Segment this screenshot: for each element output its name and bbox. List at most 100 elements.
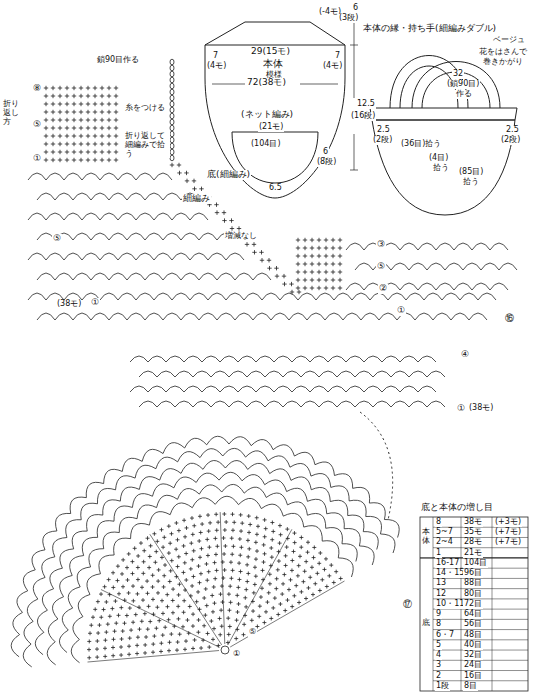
sc-mark [237, 561, 241, 565]
ring-start [221, 646, 229, 654]
sc-mark [79, 102, 83, 106]
sc-mark [100, 158, 104, 162]
sc-mark [214, 552, 218, 556]
sc-mark [223, 568, 227, 572]
sc-mark [229, 218, 233, 222]
sc-mark [141, 598, 145, 602]
sc-mark [177, 555, 181, 559]
sc-mark [44, 110, 48, 114]
sc-mark [72, 102, 76, 106]
sc-mark [317, 246, 321, 250]
sc-mark [199, 530, 203, 534]
increase-line [150, 534, 222, 645]
sc-mark [111, 585, 115, 589]
sc-mark [198, 581, 202, 585]
sc-mark [86, 118, 90, 122]
sc-mark [257, 614, 261, 618]
sc-mark [200, 522, 204, 526]
sc-mark [338, 254, 342, 258]
chart-label: 8 [435, 620, 442, 629]
sc-mark [243, 596, 247, 600]
sc-mark [93, 607, 97, 611]
sc-mark [331, 262, 335, 266]
sc-mark [329, 563, 333, 567]
sc-mark [296, 278, 300, 282]
sc-mark [100, 94, 104, 98]
sc-mark [296, 246, 300, 250]
sc-mark [279, 533, 283, 537]
sc-mark [269, 616, 273, 620]
sc-mark [148, 554, 152, 558]
sc-mark [176, 538, 180, 542]
sc-mark [114, 142, 118, 146]
sc-mark [245, 242, 249, 246]
sc-mark [116, 564, 120, 568]
chart-label: ⑤ [52, 234, 62, 244]
sc-mark [215, 528, 219, 532]
sc-mark [289, 282, 293, 286]
sc-mark [72, 134, 76, 138]
sc-mark [280, 592, 284, 596]
sc-mark [86, 142, 90, 146]
sc-mark [263, 552, 267, 556]
chart-label: (16段) [350, 112, 376, 121]
sc-mark [170, 559, 174, 563]
sc-mark [182, 599, 186, 603]
sc-mark [255, 532, 259, 536]
chart-label: 35モ [463, 528, 483, 537]
sc-mark [127, 652, 131, 656]
sc-mark [44, 158, 48, 162]
sc-mark [294, 584, 298, 588]
sc-mark [146, 591, 150, 595]
sc-mark [216, 520, 220, 524]
sc-mark [218, 633, 222, 637]
chart-label: 24目 [463, 661, 483, 670]
sc-mark [144, 635, 148, 639]
sc-mark [134, 613, 138, 617]
sc-mark [317, 286, 321, 290]
sc-mark [126, 578, 130, 582]
sc-mark [244, 605, 248, 609]
sc-mark [270, 521, 274, 525]
sc-mark [245, 580, 249, 584]
sc-mark [315, 571, 319, 575]
chart-label: ④ [460, 350, 470, 360]
sc-mark [51, 126, 55, 130]
sc-mark [204, 587, 208, 591]
sc-mark [136, 554, 140, 558]
sc-mark [86, 86, 90, 90]
sc-mark [296, 238, 300, 242]
chart-label: (8段) [316, 158, 337, 167]
sc-mark [103, 638, 107, 642]
sc-mark [176, 565, 180, 569]
chart-label: 72(38モ) [246, 78, 287, 88]
sc-mark [260, 258, 264, 262]
sc-mark [171, 587, 175, 591]
chart-label: (36目)拾う [400, 140, 442, 149]
sc-mark [152, 634, 156, 638]
chart-label: 16-17 [435, 559, 460, 568]
chart-label: (鎖90目) [446, 80, 480, 89]
chain-stitch [170, 83, 174, 89]
sc-mark [111, 571, 115, 575]
sc-mark [169, 632, 173, 636]
sc-mark [154, 626, 158, 630]
sc-mark [254, 557, 258, 561]
sc-mark [86, 158, 90, 162]
sc-mark [303, 238, 307, 242]
sc-mark [51, 134, 55, 138]
sc-mark [278, 524, 282, 528]
sc-mark [51, 102, 55, 106]
sc-mark [93, 102, 97, 106]
sc-mark [269, 546, 273, 550]
chart-label: (2段) [372, 136, 393, 145]
sc-mark [192, 549, 196, 553]
sc-mark [58, 142, 62, 146]
sc-mark [289, 578, 293, 582]
sc-mark [310, 278, 314, 282]
sc-mark [310, 262, 314, 266]
chart-label: 鎖90目作る [96, 56, 140, 65]
sc-mark [282, 573, 286, 577]
chart-label: 本体の縁・持ち手(細編みダブル) [362, 24, 497, 34]
sc-mark [206, 513, 210, 517]
